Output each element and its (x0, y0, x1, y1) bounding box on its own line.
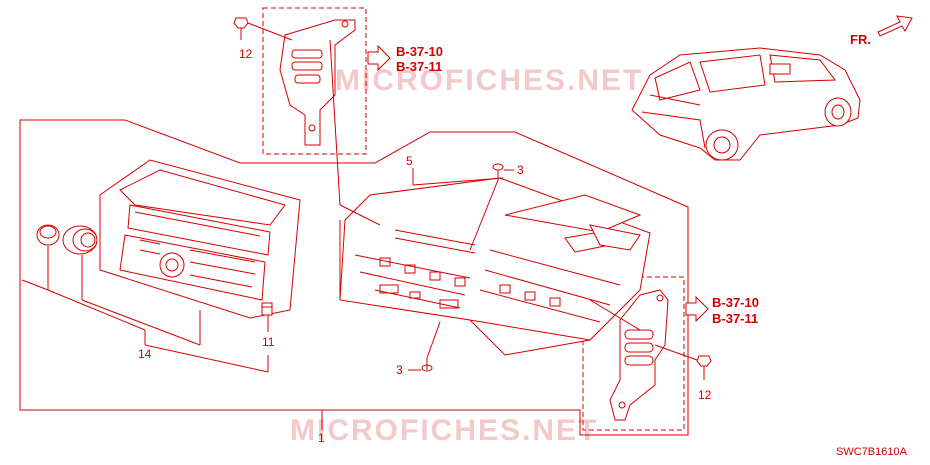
right-bracket (609, 289, 669, 421)
top-bracket (279, 19, 356, 146)
label-part-3-bottom: 3 (396, 363, 403, 377)
label-part-3-top: 3 (517, 163, 524, 177)
leader-lines-left (21, 246, 269, 373)
label-part-5: 5 (406, 154, 413, 168)
vehicle-illustration (631, 47, 861, 161)
ref-top-b37-11: B-37-11 (396, 59, 442, 74)
label-part-12-right: 12 (698, 388, 712, 402)
leader-top-bracket (329, 39, 341, 206)
ref-right-b37-11: B-37-11 (712, 311, 758, 326)
bolt-top-12 (233, 17, 293, 41)
ref-right-b37-10: B-37-10 (712, 295, 759, 310)
label-part-1: 1 (318, 431, 325, 445)
label-part-12-top: 12 (239, 47, 253, 61)
assembly-outline (19, 119, 689, 436)
front-direction-arrow: FR. (850, 15, 913, 47)
audio-unit (339, 177, 651, 356)
knob-small (36, 224, 60, 246)
label-part-14: 14 (138, 347, 152, 361)
watermark-bottom: MICROFICHES.NET (290, 414, 598, 447)
leader-right-bracket (589, 299, 641, 331)
arrow-top (367, 44, 391, 72)
ref-top-b37-10: B-37-10 (396, 44, 443, 59)
leader-part-5 (412, 168, 504, 186)
bolt-right-12 (654, 344, 712, 380)
knob-large (62, 225, 98, 255)
screw-top-3 (469, 163, 514, 251)
watermark-top: MICROFICHES.NET (335, 64, 643, 97)
top-bracket-box (262, 7, 367, 155)
audio-faceplate (99, 159, 301, 319)
leader-top-bracket-2 (339, 204, 381, 226)
clip-part-11 (261, 302, 273, 316)
screw-bottom-3 (408, 321, 441, 372)
label-part-11: 11 (262, 335, 275, 349)
fr-label: FR. (850, 32, 871, 47)
arrow-right (685, 295, 709, 323)
diagram-code: SWC7B1610A (836, 446, 908, 458)
